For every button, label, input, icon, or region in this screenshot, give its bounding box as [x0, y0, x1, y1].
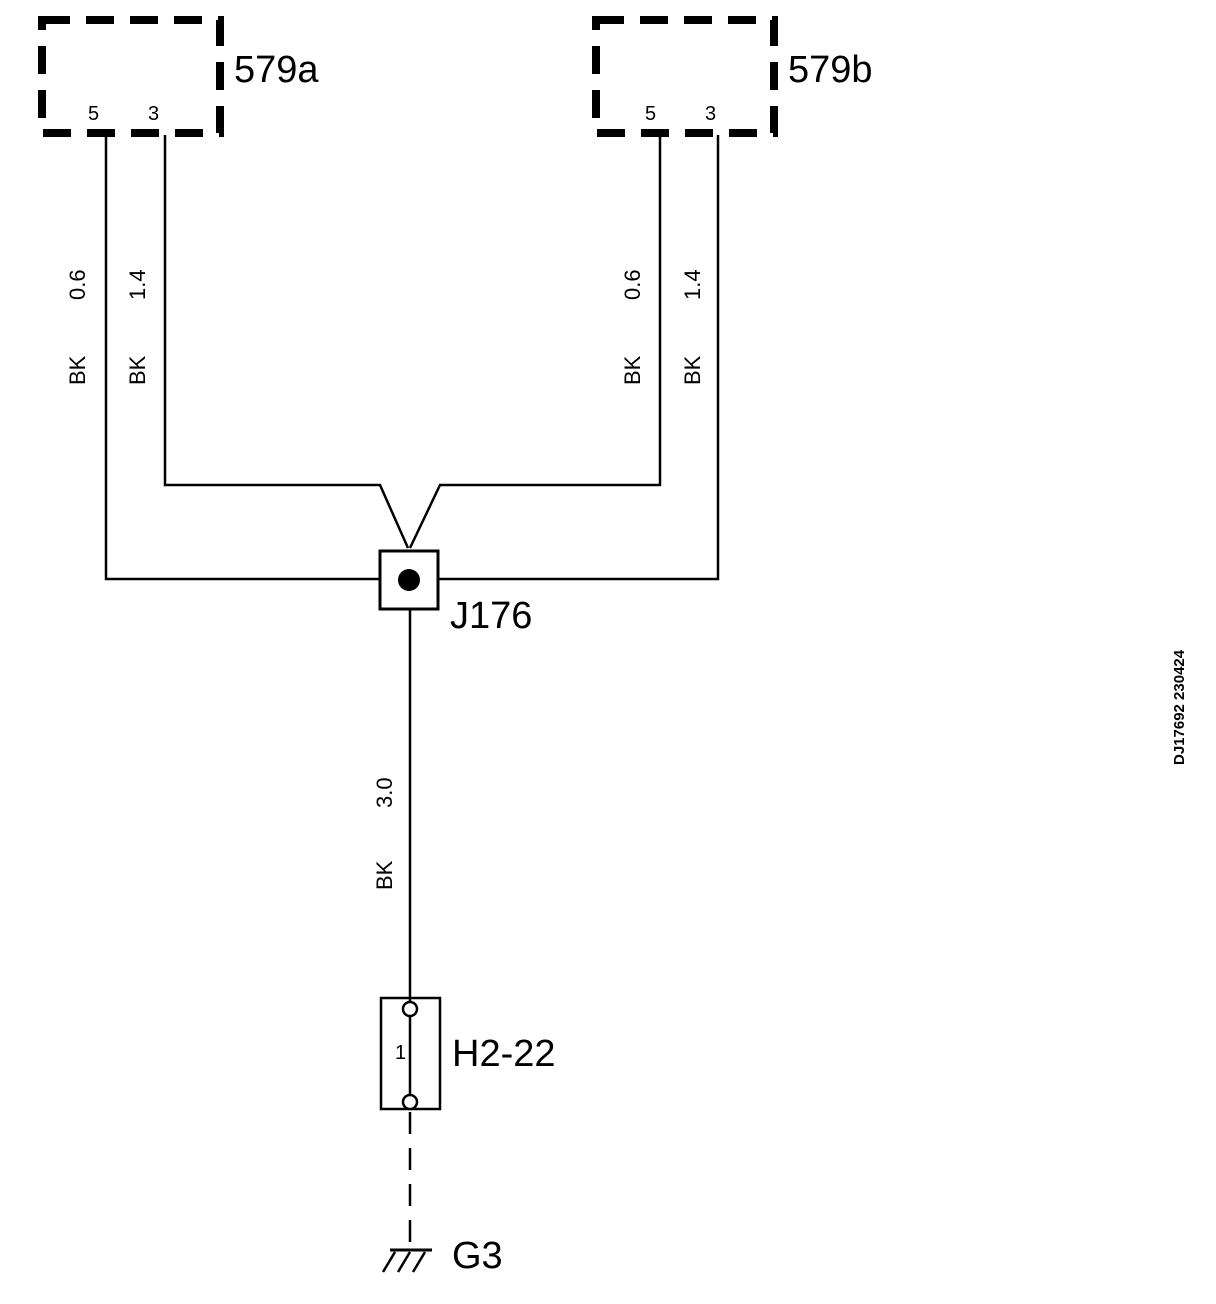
- wire-579a-pin5-color: BK: [65, 355, 90, 385]
- wire-579b-pin5: [408, 135, 662, 549]
- splice-j176: J176: [378, 549, 532, 637]
- ground-g3: G3: [381, 1235, 503, 1277]
- component-579a-pin-5: 5: [88, 103, 99, 125]
- splice-dot: [398, 569, 420, 591]
- wire-579a-pin3-color: BK: [125, 355, 150, 385]
- component-579b: 579b 5 3: [592, 16, 873, 137]
- wire-579a-pin5: [104, 135, 380, 581]
- component-579a-box: [38, 16, 224, 137]
- wire-579b-pin5-color: BK: [620, 355, 645, 385]
- ground-hatch-1: [381, 1251, 397, 1273]
- wire-579b-pin3-color: BK: [680, 355, 705, 385]
- ground-hatch-3: [411, 1251, 427, 1273]
- connector-pin-label: 1: [395, 1042, 406, 1064]
- wire-579b-pin3-size: 1.4: [680, 269, 705, 300]
- splice-box: [378, 549, 440, 611]
- wires: [104, 135, 720, 1097]
- component-579a-pin-3: 3: [148, 103, 159, 125]
- component-579b-pin-3: 3: [705, 103, 716, 125]
- ground-hatch-2: [396, 1251, 412, 1273]
- component-579b-pin-5: 5: [645, 103, 656, 125]
- ground-label: G3: [452, 1235, 503, 1277]
- wire-trunk-size: 3.0: [372, 777, 397, 808]
- splice-label: J176: [450, 595, 532, 637]
- wire-trunk-color: BK: [372, 860, 397, 890]
- wire-labels: BK 0.6 BK 1.4 BK 0.6 BK 1.4 BK 3.0: [65, 269, 705, 890]
- component-579b-box: [592, 16, 778, 137]
- wire-579a-pin3: [163, 135, 410, 549]
- drawing-code: DJ17692 230424: [1171, 649, 1188, 765]
- wire-579b-pin5-size: 0.6: [620, 269, 645, 300]
- component-579a-label: 579a: [234, 49, 319, 91]
- connector-terminal-top: [401, 1000, 419, 1018]
- connector-terminal-bottom: [401, 1093, 419, 1111]
- wire-579b-pin3: [438, 135, 720, 581]
- connector-h2-22: 1 H2-22: [379, 996, 556, 1111]
- connector-label: H2-22: [452, 1033, 556, 1075]
- wire-579a-pin5-size: 0.6: [65, 269, 90, 300]
- wire-579a-pin3-size: 1.4: [125, 269, 150, 300]
- component-579b-label: 579b: [788, 49, 873, 91]
- component-579a: 579a 5 3: [38, 16, 319, 137]
